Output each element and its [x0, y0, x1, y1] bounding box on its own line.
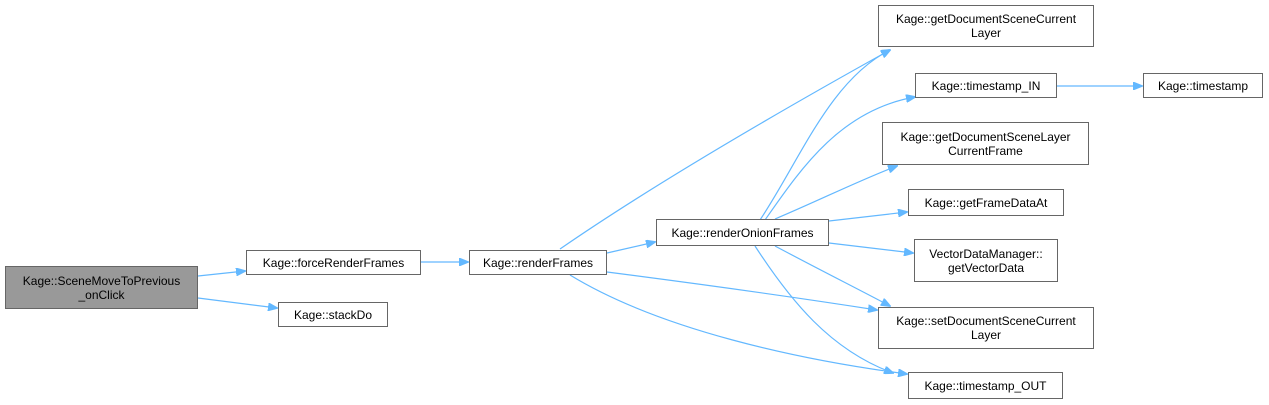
node-getdocumentscenelayercurrentframe[interactable]: Kage::getDocumentSceneLayer CurrentFrame	[882, 122, 1089, 165]
node-renderonionframes[interactable]: Kage::renderOnionFrames	[656, 219, 829, 246]
edge-renderframes-to-setdocumentscenecurrentlayer	[606, 271, 877, 310]
node-root-scenemovetoprevious: Kage::SceneMoveToPrevious _onClick	[5, 266, 198, 309]
node-getdocumentscenecurrentlayer[interactable]: Kage::getDocumentSceneCurrent Layer	[878, 5, 1094, 47]
edge-renderonionframes-to-getframedataat	[828, 212, 907, 222]
edge-root-to-forcerenderframes	[197, 271, 245, 277]
edge-renderonionframes-to-getvectordata	[828, 242, 913, 253]
edge-renderframes-to-timestamp-out	[569, 274, 907, 374]
node-renderframes[interactable]: Kage::renderFrames	[469, 250, 607, 275]
edge-renderonionframes-to-getdocumentscenelayercurrentframe	[774, 166, 897, 220]
node-stackdo[interactable]: Kage::stackDo	[278, 302, 388, 327]
node-timestamp-out[interactable]: Kage::timestamp_OUT	[908, 372, 1063, 399]
edge-renderframes-to-getdocumentscenecurrentlayer	[559, 50, 890, 250]
node-forcerenderframes[interactable]: Kage::forceRenderFrames	[246, 250, 421, 275]
node-timestamp[interactable]: Kage::timestamp	[1143, 73, 1263, 98]
node-getvectordata[interactable]: VectorDataManager:: getVectorData	[914, 239, 1058, 282]
edge-renderonionframes-to-setdocumentscenecurrentlayer	[774, 245, 890, 306]
edge-renderonionframes-to-timestamp-out	[754, 245, 893, 373]
node-timestamp-in[interactable]: Kage::timestamp_IN	[915, 73, 1057, 98]
node-getframedataat[interactable]: Kage::getFrameDataAt	[908, 189, 1064, 216]
edge-renderframes-to-renderonionframes	[606, 242, 655, 254]
edge-renderonionframes-to-timestamp-in	[764, 97, 915, 221]
edge-root-to-stackdo	[197, 297, 277, 308]
node-setdocumentscenecurrentlayer[interactable]: Kage::setDocumentSceneCurrent Layer	[878, 307, 1094, 349]
edge-renderonionframes-to-getdocumentscenecurrentlayer	[759, 50, 890, 221]
